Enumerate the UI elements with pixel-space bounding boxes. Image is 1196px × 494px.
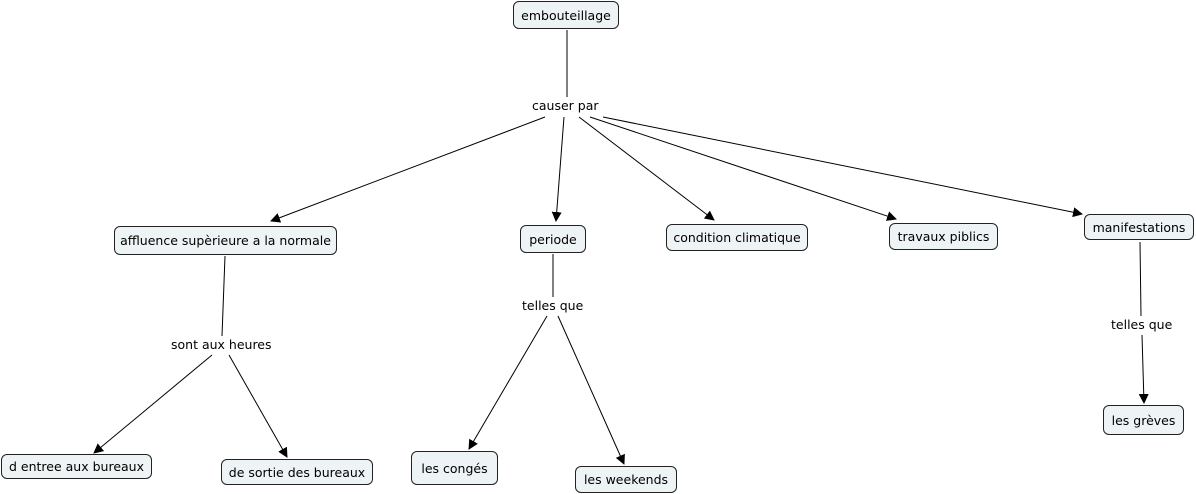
edge-tellesque-to-weekends: [557, 315, 625, 465]
concept-periode[interactable]: periode: [520, 225, 586, 253]
edge-causer-to-periode: [551, 116, 565, 222]
edge-affluence-to-sontaux: [221, 255, 226, 337]
edge-manif-to-tellesque: [1139, 241, 1142, 317]
edge-tellesque-to-greves: [1138, 334, 1149, 404]
concept-travaux-publics[interactable]: travaux piblics: [889, 223, 998, 250]
edge-sontaux-to-sortie: [228, 354, 288, 458]
link-causer-par[interactable]: causer par: [530, 98, 601, 113]
concept-entree-bureaux[interactable]: d entree aux bureaux: [1, 454, 152, 479]
concept-weekends[interactable]: les weekends: [575, 466, 677, 493]
concept-affluence[interactable]: affluence supèrieure a la normale: [114, 226, 337, 255]
link-telles-que-manifestations[interactable]: telles que: [1109, 317, 1175, 332]
link-telles-que-periode[interactable]: telles que: [520, 298, 586, 313]
link-sont-aux-heures[interactable]: sont aux heures: [169, 337, 274, 352]
edge-causer-to-manifestations: [602, 116, 1083, 218]
edge-sontaux-to-entree: [93, 354, 213, 454]
concept-greves[interactable]: les grèves: [1103, 405, 1184, 435]
concept-embouteillage[interactable]: embouteillage: [513, 1, 619, 29]
edge-tellesque-to-conges: [468, 315, 548, 450]
edge-causer-to-travaux: [589, 116, 897, 221]
concept-sortie-bureaux[interactable]: de sortie des bureaux: [221, 459, 373, 485]
edge-causer-to-condition: [578, 116, 715, 221]
concept-manifestations[interactable]: manifestations: [1084, 214, 1194, 240]
concept-condition-climatique[interactable]: condition climatique: [666, 224, 808, 251]
edge-causer-to-affluence: [270, 116, 546, 223]
concept-conges[interactable]: les congés: [411, 451, 498, 485]
